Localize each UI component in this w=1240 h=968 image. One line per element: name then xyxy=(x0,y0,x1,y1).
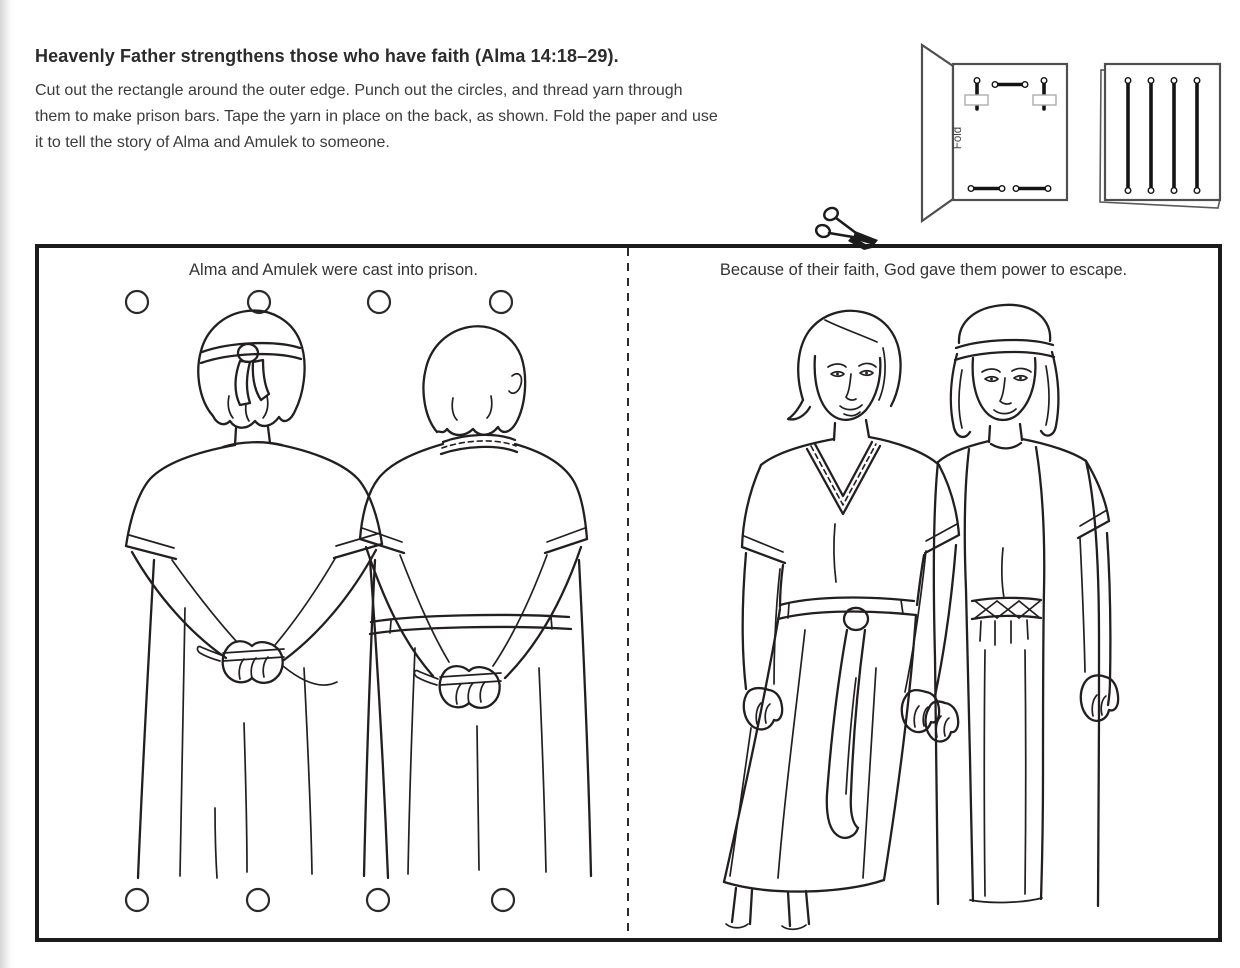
illustration-free-figures xyxy=(722,303,1120,931)
diagram-back-view: Fold xyxy=(920,42,1069,224)
fold-label: Fold xyxy=(952,127,964,149)
figure-alma-free xyxy=(722,309,961,931)
fold-flap xyxy=(920,42,955,224)
fold-line-dashed xyxy=(627,248,629,938)
figure-alma-bound xyxy=(124,309,390,880)
assembly-diagrams: Fold xyxy=(920,42,1222,224)
figure-amulek-free xyxy=(924,303,1120,908)
punch-holes-top xyxy=(124,289,514,315)
header: Heavenly Father strengthens those who ha… xyxy=(35,46,810,156)
panel-escape: Because of their faith, God gave them po… xyxy=(629,248,1218,938)
yarn-taped-ends xyxy=(964,76,1057,192)
punch-hole xyxy=(365,887,391,913)
page-back xyxy=(951,62,1069,202)
figure-amulek-bound xyxy=(358,325,593,878)
instructions-line: it to tell the story of Alma and Amulek … xyxy=(35,134,390,151)
yarn-prison-bars xyxy=(1124,76,1201,194)
right-panel-caption: Because of their faith, God gave them po… xyxy=(719,261,1128,279)
instructions: Cut out the rectangle around the outer e… xyxy=(35,78,810,156)
instructions-line: Cut out the rectangle around the outer e… xyxy=(35,82,683,99)
punch-hole xyxy=(366,289,392,315)
punch-hole xyxy=(124,887,150,913)
instructions-line: them to make prison bars. Tape the yarn … xyxy=(35,108,718,125)
punch-hole xyxy=(246,289,272,315)
page-edge-shading xyxy=(0,0,15,968)
scissors-icon xyxy=(814,206,878,250)
punch-hole xyxy=(490,887,516,913)
tape xyxy=(1032,94,1057,106)
punch-hole xyxy=(488,289,514,315)
tape xyxy=(964,94,989,106)
illustration-bound-figures xyxy=(124,289,593,913)
punch-holes-bottom xyxy=(124,887,516,913)
page-front xyxy=(1103,62,1222,202)
panel-prison: Alma and Amulek were cast into prison. xyxy=(39,248,628,938)
left-panel-caption: Alma and Amulek were cast into prison. xyxy=(189,261,478,279)
cutout-rectangle: Alma and Amulek were cast into prison. xyxy=(35,244,1222,942)
diagram-front-view xyxy=(1099,62,1222,209)
punch-hole xyxy=(245,887,271,913)
punch-hole xyxy=(124,289,150,315)
page-title: Heavenly Father strengthens those who ha… xyxy=(35,46,619,66)
